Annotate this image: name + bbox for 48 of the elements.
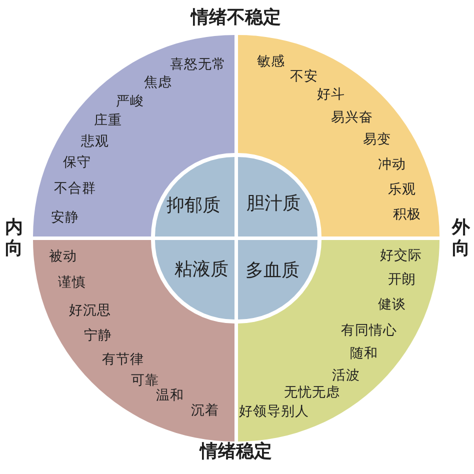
quadrant-sector bbox=[33, 35, 234, 236]
trait-label: 被动 bbox=[49, 250, 77, 264]
trait-label: 易兴奋 bbox=[331, 111, 373, 125]
temperament-label: 粘液质 bbox=[174, 260, 228, 278]
trait-label: 积极 bbox=[393, 208, 421, 222]
trait-label: 敏感 bbox=[257, 55, 285, 69]
core-quadrant bbox=[155, 157, 234, 236]
trait-label: 有同情心 bbox=[341, 324, 397, 338]
core-quadrant bbox=[238, 157, 317, 236]
trait-label: 无忧无虑 bbox=[284, 386, 340, 400]
quadrant-sector bbox=[33, 240, 234, 441]
trait-label: 易变 bbox=[363, 133, 391, 147]
trait-label: 好交际 bbox=[380, 249, 422, 263]
trait-label: 活波 bbox=[332, 369, 360, 383]
trait-label: 喜怒无常 bbox=[170, 58, 226, 72]
axis-label: 外向 bbox=[452, 217, 470, 259]
trait-label: 保守 bbox=[63, 156, 91, 170]
trait-label: 安静 bbox=[51, 211, 79, 225]
core-quadrant bbox=[238, 240, 317, 319]
trait-label: 好沉思 bbox=[69, 304, 111, 318]
trait-label: 好斗 bbox=[317, 88, 345, 102]
trait-label: 温和 bbox=[156, 389, 184, 403]
quadrant-sector bbox=[238, 240, 439, 441]
trait-label: 不合群 bbox=[54, 182, 96, 196]
trait-label: 不安 bbox=[290, 70, 318, 84]
trait-label: 沉着 bbox=[191, 404, 219, 418]
trait-label: 开朗 bbox=[388, 273, 416, 287]
trait-label: 谨慎 bbox=[58, 276, 86, 290]
core-quadrant bbox=[155, 240, 234, 319]
trait-label: 悲观 bbox=[81, 135, 109, 149]
axis-label: 情绪不稳定 bbox=[191, 9, 281, 27]
trait-label: 焦虑 bbox=[144, 76, 172, 90]
trait-label: 庄重 bbox=[94, 114, 122, 128]
axis-label: 内向 bbox=[5, 217, 23, 259]
trait-label: 可靠 bbox=[131, 374, 159, 388]
temperament-label: 胆汁质 bbox=[246, 194, 300, 212]
trait-label: 有节律 bbox=[102, 353, 144, 367]
trait-label: 乐观 bbox=[388, 183, 416, 197]
trait-label: 好领导别人 bbox=[239, 405, 309, 419]
quadrant-sector bbox=[238, 35, 439, 236]
trait-label: 严峻 bbox=[116, 95, 144, 109]
temperament-label: 多血质 bbox=[246, 262, 300, 280]
temperament-label: 抑郁质 bbox=[166, 196, 220, 214]
trait-label: 随和 bbox=[350, 347, 378, 361]
axis-label: 情绪稳定 bbox=[200, 443, 272, 461]
trait-label: 宁静 bbox=[84, 329, 112, 343]
trait-label: 冲动 bbox=[378, 158, 406, 172]
trait-label: 健谈 bbox=[378, 298, 406, 312]
